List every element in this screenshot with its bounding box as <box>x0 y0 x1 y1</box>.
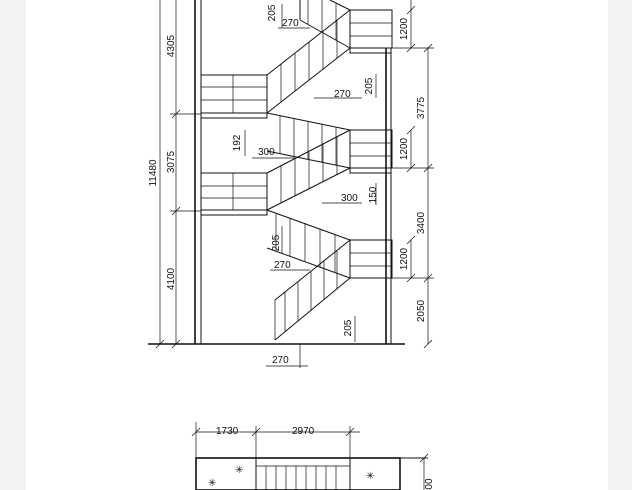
right-seg-1: 3775 <box>416 96 427 119</box>
tread-1: 270 <box>282 18 299 29</box>
slab-top-right <box>349 47 392 54</box>
left-seg-2: 3075 <box>166 150 177 173</box>
hatch-mark-2: ✳ <box>208 478 216 489</box>
riser-5: 205 <box>271 234 282 251</box>
tread-2: 270 <box>334 89 351 100</box>
rail-height-2: 1200 <box>399 137 410 160</box>
dim-chain-overall <box>155 0 165 349</box>
plan-width-2: 2970 <box>292 426 315 437</box>
hatch-mark-1: ✳ <box>235 465 243 476</box>
tread-5: 270 <box>274 260 291 271</box>
plan-view <box>191 422 429 490</box>
tread-3: 300 <box>258 147 275 158</box>
slab-mid-right <box>349 167 392 174</box>
riser-2: 205 <box>364 77 375 94</box>
slab-upper-left <box>200 112 268 119</box>
left-seg-1: 4305 <box>166 34 177 57</box>
riser-6: 205 <box>343 319 354 336</box>
hatch-mark-3: ✳ <box>366 471 374 482</box>
slab-lower-left <box>200 209 268 216</box>
riser-4: 150 <box>368 186 379 203</box>
stair-flights <box>266 0 351 341</box>
dim-chain-left <box>170 0 201 349</box>
left-seg-3: 4100 <box>166 267 177 290</box>
right-seg-3: 2050 <box>416 299 427 322</box>
riser-3: 192 <box>232 134 243 151</box>
building-frame <box>148 0 405 345</box>
rail-height-1: 1200 <box>399 17 410 40</box>
tread-6: 270 <box>272 355 289 366</box>
plan-width-1: 1730 <box>216 426 239 437</box>
overall-height-label: 11480 <box>148 159 159 187</box>
step-dimensions <box>244 4 377 368</box>
left-railings <box>200 74 268 211</box>
plan-treads <box>256 465 350 490</box>
right-seg-2: 3400 <box>416 211 427 234</box>
rail-height-3: 1200 <box>399 247 410 270</box>
dim-chain-right <box>391 43 434 349</box>
riser-1: 205 <box>267 4 278 21</box>
tread-4: 300 <box>341 193 358 204</box>
drawing-sheet <box>26 0 608 490</box>
plan-side-dim: 00 <box>424 478 435 490</box>
right-railings <box>349 9 393 279</box>
dim-chain-rail <box>406 0 416 283</box>
